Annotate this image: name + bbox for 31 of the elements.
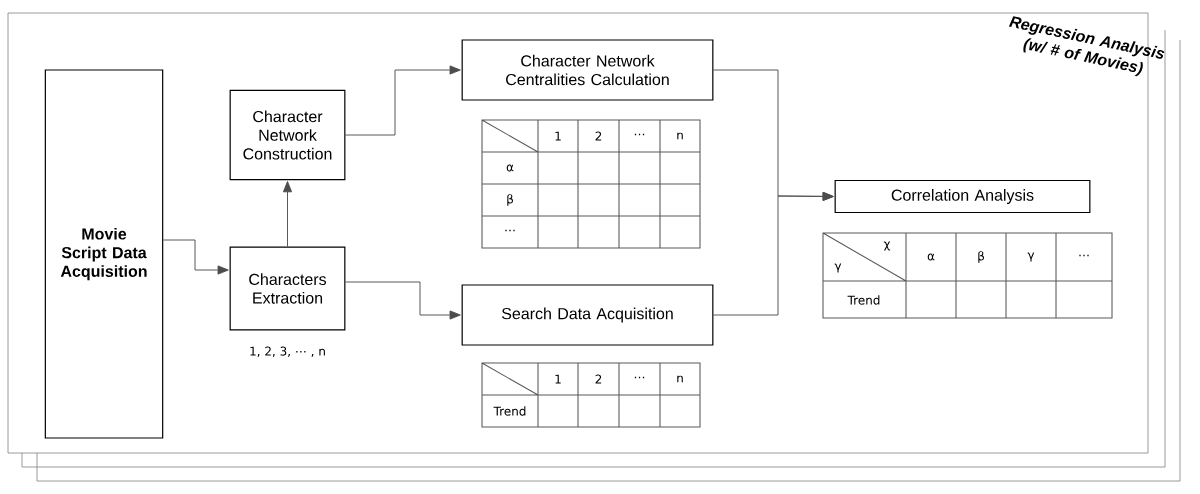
row-header: ⋯	[505, 229, 515, 232]
column-header: n	[677, 375, 683, 383]
arrow	[712, 191, 834, 316]
column-header: 1	[555, 131, 561, 141]
column-header: γ	[1027, 252, 1035, 262]
process-box: Character Network Construction	[229, 89, 346, 181]
diagonal-header-label: χ	[883, 241, 891, 251]
diagonal-header-label: γ	[834, 263, 842, 273]
column-header: n	[677, 132, 683, 140]
arrow	[344, 65, 461, 136]
column-header: 1	[555, 374, 561, 384]
process-box: Search Data Acquisition	[461, 284, 714, 346]
column-header: ⋯	[634, 133, 645, 136]
process-box: Movie Script Data Acquisition	[44, 69, 164, 439]
column-header: β	[978, 251, 984, 263]
column-header: α	[927, 253, 935, 261]
process-box: Character Network Centralities Calculation	[461, 39, 714, 101]
column-header: ⋯	[634, 376, 645, 379]
arrow	[344, 281, 461, 320]
row-header: α	[506, 164, 514, 172]
row-header: β	[507, 194, 513, 206]
column-header: 2	[595, 374, 602, 384]
process-box: Correlation Analysis	[834, 179, 1091, 214]
process-box: Characters Extraction	[229, 246, 346, 331]
row-header: Trend	[847, 295, 880, 305]
node-caption: 1, 2, 3, ⋯ , n	[250, 346, 325, 357]
column-header: 2	[595, 131, 602, 141]
arrow	[162, 239, 229, 275]
row-header: Trend	[493, 406, 526, 416]
arrow	[282, 181, 293, 248]
column-header: ⋯	[1079, 254, 1089, 257]
